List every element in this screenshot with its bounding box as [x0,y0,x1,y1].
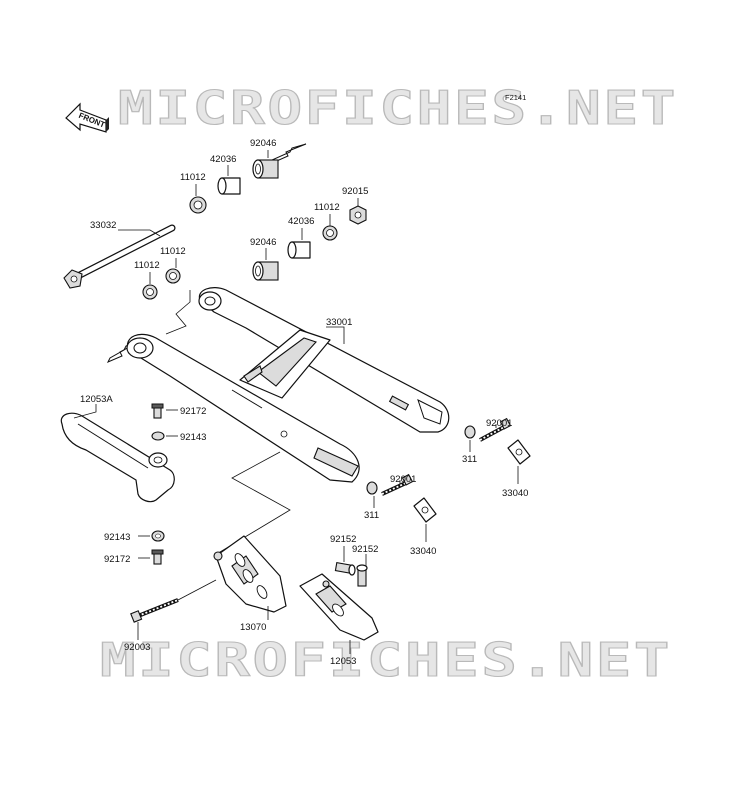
bushing-92046-mid [252,261,279,281]
part-label: 92143 [180,432,206,443]
part-label: 33040 [502,488,528,499]
swing-arm [126,287,450,483]
bolt-92172-b [151,549,164,565]
part-label: 33040 [410,546,436,557]
part-label: 11012 [180,172,206,183]
part-label: 92015 [342,186,368,197]
part-label: 12053A [80,394,113,405]
chain-slider [60,412,175,503]
part-label: 42036 [210,154,236,165]
axle-shaft [63,224,176,289]
seal-11012-a [165,268,181,284]
part-label: 33032 [90,220,116,231]
part-label: 42036 [288,216,314,227]
washer-311-b [366,481,378,495]
watermark-bottom: MICROFICHES.NET [100,633,672,687]
part-label: 92152 [330,534,356,545]
bolt-92001-a [479,417,512,442]
seal-11012-top [189,196,207,214]
chain-slider-lower [299,573,379,641]
seal-11012-right [322,225,338,241]
front-arrow-icon: FRONT [65,102,109,133]
leader-lines [73,150,519,654]
part-label: 92001 [390,474,416,485]
part-label: 92046 [250,138,276,149]
collar-42036-top [217,177,241,195]
bolt-92152-b [356,564,368,587]
chain-guide [213,535,287,613]
collar-92143-b [151,530,165,542]
part-label: 92003 [124,642,150,653]
part-label: 92046 [250,237,276,248]
part-labels: 92046 42036 11012 92015 11012 42036 3303… [80,138,528,667]
watermark-top: MICROFICHES.NET [118,81,678,135]
seal-11012-b [142,284,158,300]
part-label: 11012 [134,260,160,271]
part-label: 13070 [240,622,266,633]
bolt-92172-a [151,403,164,419]
part-label: 12053 [330,656,356,667]
part-label: 92152 [352,544,378,555]
part-label: 92172 [180,406,206,417]
nut-92015 [349,205,367,225]
part-label: 11012 [160,246,186,257]
pointer-arrow-icon [106,339,143,363]
part-label: 311 [462,454,477,465]
part-label: 92001 [486,418,512,429]
bolt-92003 [130,598,179,623]
bolt-92152-a [334,562,356,576]
part-label: 33001 [326,317,352,328]
part-label: 92172 [104,554,130,565]
diagram-code: F2141 [505,93,526,102]
plate-33040-b [413,497,437,523]
bolt-92001-b [381,473,414,496]
collar-92143-a [151,431,165,441]
part-label: 311 [364,510,379,521]
plate-33040-a [507,439,531,465]
bushing-92046-top [252,159,279,179]
part-label: 11012 [314,202,340,213]
collar-42036-right [287,241,311,259]
part-label: 92143 [104,532,130,543]
washer-311-a [464,425,476,439]
